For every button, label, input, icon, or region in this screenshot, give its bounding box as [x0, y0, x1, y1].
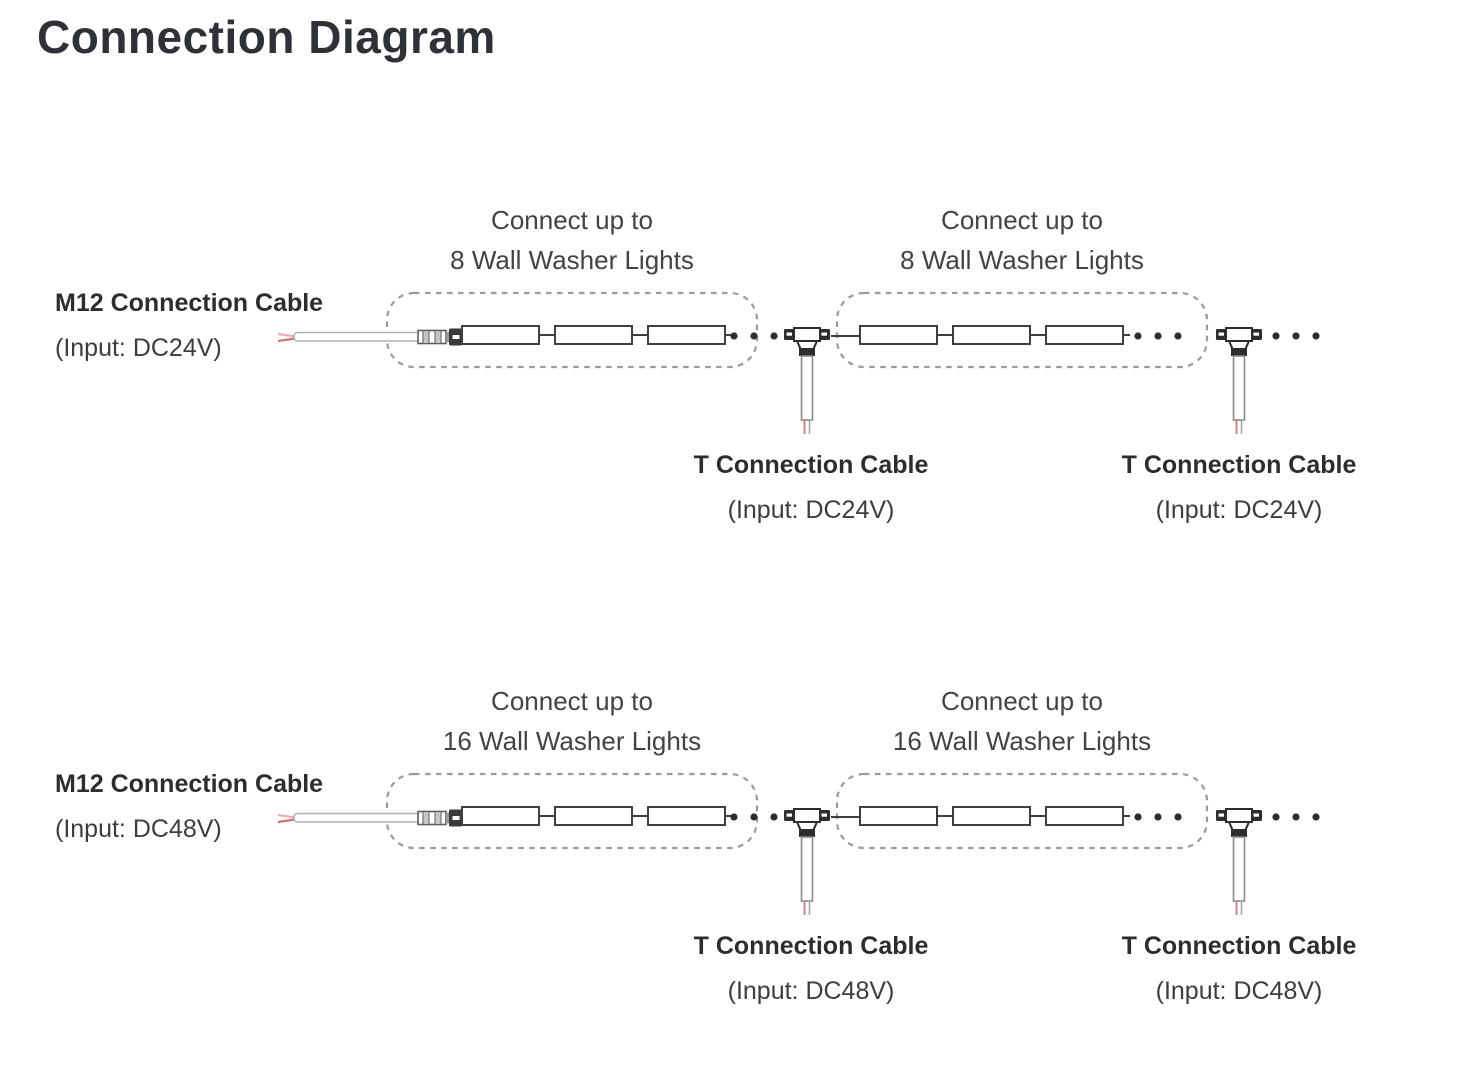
t-cable-label: T Connection Cable: [693, 451, 929, 479]
connect-capacity-line1: Connect up to: [491, 205, 653, 235]
diagram-row-dc48v: [278, 774, 1320, 915]
t-cable-label: T Connection Cable: [1121, 451, 1357, 479]
page-title: Connection Diagram: [37, 11, 496, 63]
connect-capacity-line2: 16 Wall Washer Lights: [442, 726, 702, 756]
connect-capacity-line1: Connect up to: [491, 686, 653, 716]
t-cable-label: T Connection Cable: [693, 932, 929, 960]
connect-capacity-line2: 8 Wall Washer Lights: [450, 245, 694, 275]
m12-cable-input-label: (Input: DC48V): [55, 815, 222, 843]
connect-capacity-label: Connect up to 16 Wall Washer Lights: [842, 681, 1202, 761]
m12-cable-label: M12 Connection Cable: [55, 770, 324, 798]
m12-cable-label: M12 Connection Cable: [55, 289, 324, 317]
m12-cable-input-label: (Input: DC24V): [55, 334, 222, 362]
connect-capacity-line2: 8 Wall Washer Lights: [900, 245, 1144, 275]
connect-capacity-label: Connect up to 16 Wall Washer Lights: [392, 681, 752, 761]
t-cable-input-label: (Input: DC48V): [1155, 977, 1323, 1005]
t-cable-input-label: (Input: DC24V): [1155, 496, 1323, 524]
connect-capacity-line1: Connect up to: [941, 686, 1103, 716]
connect-capacity-line1: Connect up to: [941, 205, 1103, 235]
t-cable-input-label: (Input: DC48V): [727, 977, 895, 1005]
connect-capacity-label: Connect up to 8 Wall Washer Lights: [842, 200, 1202, 280]
t-cable-label: T Connection Cable: [1121, 932, 1357, 960]
connect-capacity-label: Connect up to 8 Wall Washer Lights: [392, 200, 752, 280]
t-cable-input-label: (Input: DC24V): [727, 496, 895, 524]
diagram-row-dc24v: [278, 293, 1320, 434]
connect-capacity-line2: 16 Wall Washer Lights: [892, 726, 1152, 756]
